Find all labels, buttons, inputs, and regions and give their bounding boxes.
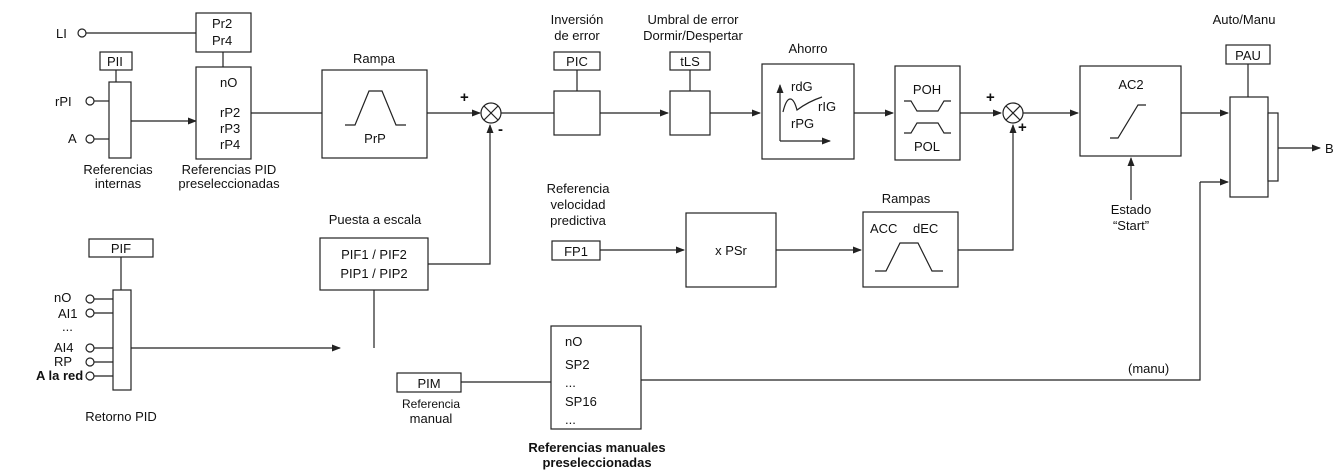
ref-manual-2: manual bbox=[410, 411, 453, 426]
sum2-plus-bottom: + bbox=[1018, 119, 1027, 136]
ahorro-title: Ahorro bbox=[788, 41, 827, 56]
scale-line-1: PIF1 / PIF2 bbox=[341, 247, 407, 262]
auto-manu-title: Auto/Manu bbox=[1213, 12, 1276, 27]
pid-ref-rp2: rP2 bbox=[220, 105, 240, 120]
umbral-title-2: Dormir/Despertar bbox=[643, 28, 743, 43]
fp1-label: FP1 bbox=[564, 244, 588, 259]
caption-ref-internas: Referencias bbox=[83, 162, 153, 177]
pol-label: POL bbox=[914, 139, 940, 154]
sum2-plus-top: + bbox=[986, 89, 995, 106]
tls-label: tLS bbox=[680, 54, 700, 69]
rampas-trapezoid bbox=[875, 242, 943, 272]
input-no-label: nO bbox=[54, 290, 71, 305]
pred-title-2: velocidad bbox=[551, 197, 606, 212]
pid-ref-no: nO bbox=[220, 75, 237, 90]
input-li-label: LI bbox=[56, 26, 67, 41]
caption-ref-internas-2: internas bbox=[95, 176, 142, 191]
scale-title: Puesta a escala bbox=[329, 212, 422, 227]
pred-title-3: predictiva bbox=[550, 213, 606, 228]
psr-block bbox=[685, 212, 777, 288]
input-li-terminal[interactable] bbox=[77, 28, 87, 38]
ac2-ramp bbox=[1110, 104, 1146, 139]
inversion-title-1: Inversión bbox=[551, 12, 604, 27]
ac2-block bbox=[1079, 65, 1182, 157]
estado-label-1: Estado bbox=[1111, 202, 1151, 217]
prp-label: PrP bbox=[364, 131, 386, 146]
input-rp-terminal[interactable] bbox=[85, 357, 95, 367]
psr-label: x PSr bbox=[715, 243, 747, 258]
manual-ref-sp2: SP2 bbox=[565, 357, 590, 372]
inversion-title-2: de error bbox=[554, 28, 600, 43]
caption-ref-pid: Referencias PID bbox=[182, 162, 277, 177]
input-a-label: A bbox=[68, 131, 77, 146]
input-ai4-terminal[interactable] bbox=[85, 343, 95, 353]
pim-label: PIM bbox=[417, 376, 440, 391]
caption-ref-manuales-2: preseleccionadas bbox=[542, 455, 651, 470]
manual-ref-ellipsis-1: ... bbox=[565, 375, 576, 390]
pif-label: PIF bbox=[111, 241, 131, 256]
umbral-title-1: Umbral de error bbox=[647, 12, 739, 27]
auto-manu-switch bbox=[1229, 96, 1269, 198]
ahorro-curve bbox=[782, 96, 823, 113]
sum1-plus: + bbox=[460, 89, 469, 106]
dec-label: dEC bbox=[913, 221, 938, 236]
pol-shape bbox=[904, 122, 951, 134]
input-rpi-terminal[interactable] bbox=[85, 96, 95, 106]
poh-shape bbox=[904, 100, 951, 112]
feedback-selector bbox=[112, 289, 132, 391]
scale-block bbox=[319, 237, 429, 291]
input-a-la-red-label: A la red bbox=[36, 368, 83, 383]
caption-ref-manuales-1: Referencias manuales bbox=[528, 440, 665, 455]
pau-label: PAU bbox=[1235, 48, 1261, 63]
input-ai4-label: AI4 bbox=[54, 340, 74, 355]
rampas-title: Rampas bbox=[882, 191, 931, 206]
input-a-terminal[interactable] bbox=[85, 134, 95, 144]
rpg-label: rPG bbox=[791, 116, 814, 131]
estado-label-2: “Start” bbox=[1113, 218, 1149, 233]
limiter-block bbox=[894, 65, 961, 161]
input-no-terminal[interactable] bbox=[85, 294, 95, 304]
manu-label: (manu) bbox=[1128, 361, 1169, 376]
manual-refs-block bbox=[550, 325, 642, 430]
rampas-block bbox=[862, 211, 959, 288]
pid-refs-block bbox=[195, 66, 252, 160]
manual-ref-sp16: SP16 bbox=[565, 394, 597, 409]
input-ai1-terminal[interactable] bbox=[85, 308, 95, 318]
pred-title-1: Referencia bbox=[547, 181, 611, 196]
input-ai1-label: AI1 bbox=[58, 306, 78, 321]
scale-line-2: PIP1 / PIP2 bbox=[340, 266, 407, 281]
inversion-block bbox=[553, 90, 601, 136]
pii-label: PII bbox=[107, 54, 123, 69]
manual-ref-ellipsis-2: ... bbox=[565, 412, 576, 427]
pic-label: PIC bbox=[566, 54, 588, 69]
internal-ref-selector bbox=[108, 81, 132, 159]
rig-label: rIG bbox=[818, 99, 836, 114]
pr4-label: Pr4 bbox=[212, 33, 232, 48]
input-a-la-red-terminal[interactable] bbox=[85, 371, 95, 381]
caption-retorno: Retorno PID bbox=[85, 409, 157, 424]
ref-manual-1: Referencia bbox=[402, 397, 460, 411]
pid-ref-rp4: rP4 bbox=[220, 137, 240, 152]
output-b-label: B bbox=[1325, 141, 1334, 156]
poh-label: POH bbox=[913, 82, 941, 97]
ahorro-block bbox=[761, 63, 855, 160]
rampa-title: Rampa bbox=[353, 51, 396, 66]
acc-label: ACC bbox=[870, 221, 897, 236]
pid-ref-rp3: rP3 bbox=[220, 121, 240, 136]
sum1-minus: - bbox=[498, 121, 503, 138]
umbral-block bbox=[669, 90, 711, 136]
ac2-label: AC2 bbox=[1118, 77, 1143, 92]
rampa-trapezoid bbox=[345, 90, 406, 126]
pr2-label: Pr2 bbox=[212, 16, 232, 31]
input-rp-label: RP bbox=[54, 354, 72, 369]
auto-manu-switch-side bbox=[1267, 112, 1279, 182]
manual-ref-no: nO bbox=[565, 334, 582, 349]
rampa-block bbox=[321, 69, 428, 159]
rdg-label: rdG bbox=[791, 79, 813, 94]
caption-ref-pid-2: preseleccionadas bbox=[178, 176, 280, 191]
input-rpi-label: rPI bbox=[55, 94, 72, 109]
input-ellipsis-label: ... bbox=[62, 319, 73, 334]
